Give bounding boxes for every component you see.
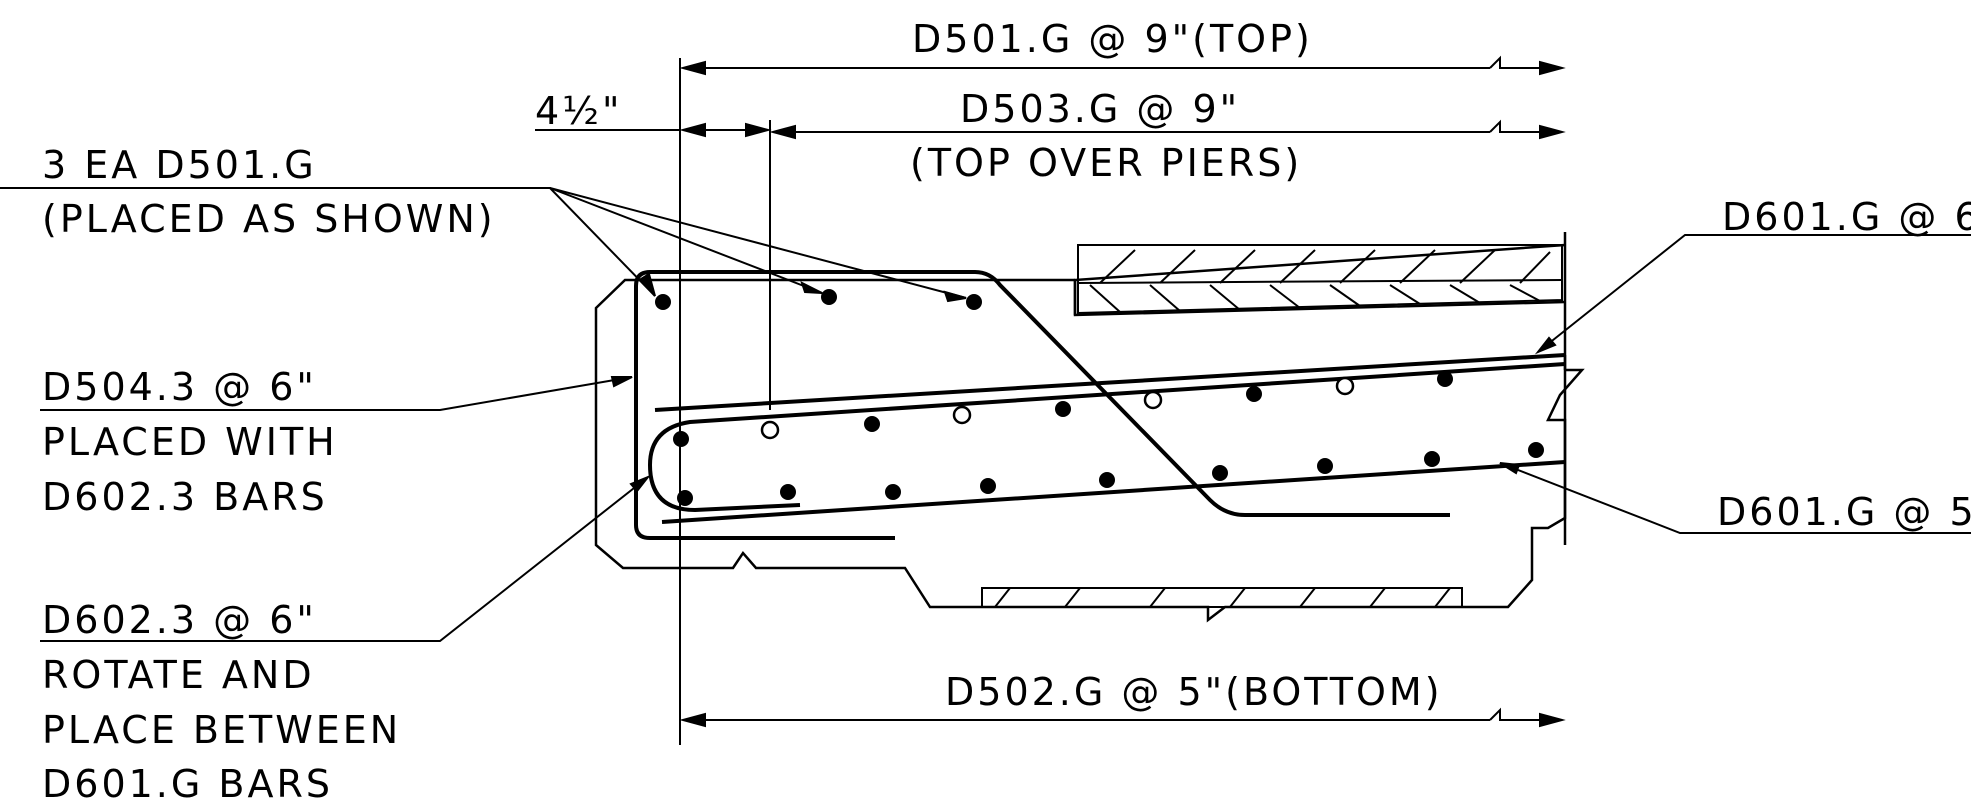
bar-section — [673, 431, 689, 447]
bar-section — [1437, 371, 1453, 387]
bar-section — [980, 478, 996, 494]
bar-section — [1099, 472, 1115, 488]
bar-sections-open — [760, 376, 1355, 440]
bar-section — [655, 294, 671, 310]
top-dimension — [679, 55, 1566, 745]
bearing-strip — [981, 587, 1463, 608]
spacing-dimension — [535, 120, 772, 410]
label-over-piers-2: (TOP OVER PIERS) — [910, 141, 1302, 185]
bar-sections — [655, 289, 1544, 506]
d601-bottom-bar — [661, 460, 1566, 524]
bottom-dimension — [679, 707, 1566, 728]
bar-section — [966, 294, 982, 310]
label-d602-4: D601.G BARS — [42, 762, 333, 806]
piers-dimension — [769, 119, 1566, 140]
d602-hooked-bar — [647, 362, 1566, 513]
bar-section — [1246, 386, 1262, 402]
label-over-piers-1: D503.G @ 9" — [960, 87, 1240, 131]
bar-section — [1528, 442, 1544, 458]
bar-section-open — [1143, 390, 1163, 410]
bar-section — [864, 416, 880, 432]
label-d504-1: D504.3 @ 6" — [42, 365, 317, 409]
bar-section — [677, 490, 693, 506]
label-d602-2: ROTATE AND — [42, 653, 315, 697]
bar-section — [1055, 401, 1071, 417]
bar-section — [1317, 458, 1333, 474]
wearing-surface — [1077, 244, 1563, 315]
label-ea-bars-2: (PLACED AS SHOWN) — [42, 197, 496, 241]
label-d602-1: D602.3 @ 6" — [42, 598, 317, 642]
bar-section — [780, 484, 796, 500]
label-d602-3: PLACE BETWEEN — [42, 708, 401, 752]
label-d504-2: PLACED WITH — [42, 420, 338, 464]
concrete-outline — [594, 232, 1585, 623]
label-ea-bars-1: 3 EA D501.G — [42, 143, 317, 187]
bar-section — [1424, 451, 1440, 467]
bar-section-open — [1335, 376, 1355, 396]
bar-section — [1212, 465, 1228, 481]
d601-top-bar — [654, 353, 1566, 412]
label-top-bar: D501.G @ 9"(TOP) — [912, 17, 1313, 61]
label-d601-top: D601.G @ 6" — [1722, 195, 1971, 239]
leader-lines — [0, 187, 1971, 642]
label-spacing: 4½" — [535, 89, 623, 133]
label-bottom-bar: D502.G @ 5"(BOTTOM) — [945, 670, 1443, 714]
bar-section — [821, 289, 837, 305]
label-d601-bottom: D601.G @ 5" — [1717, 490, 1971, 534]
bar-section-open — [760, 420, 780, 440]
label-d504-3: D602.3 BARS — [42, 475, 328, 519]
bar-section — [885, 484, 901, 500]
bar-section-open — [952, 405, 972, 425]
d504-stirrup — [634, 270, 1450, 540]
